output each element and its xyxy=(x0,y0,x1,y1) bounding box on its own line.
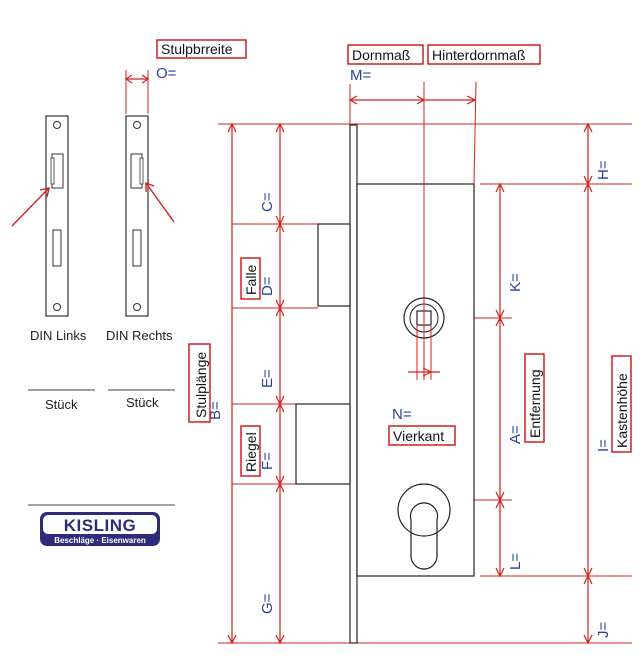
entfernung-label: Entfernung xyxy=(527,370,543,439)
falle-label-box xyxy=(240,257,261,300)
stueck-right-label: Stück xyxy=(126,395,159,410)
latch xyxy=(317,223,351,307)
din-rechts-label: DIN Rechts xyxy=(106,328,173,343)
dimension-m: M= xyxy=(350,67,371,84)
stulplaenge-dimension xyxy=(227,122,237,645)
hinterdornmass-label-box xyxy=(427,44,541,65)
stulpbreite-label: Stulpbrreite xyxy=(161,41,233,57)
kastenhoehe-label-box xyxy=(611,355,632,453)
stulplaenge-label-box xyxy=(188,343,211,423)
din-links-arrow xyxy=(11,187,50,227)
logo-tagline: Beschläge · Eisenwaren xyxy=(54,536,146,545)
dornmass-dimension xyxy=(348,84,426,124)
dornmass-label-box xyxy=(347,44,424,65)
dimension-o: O= xyxy=(156,65,177,82)
dimension-n: N= xyxy=(392,406,412,423)
hinterdornmass-dimension xyxy=(424,81,477,185)
dimension-a: A= xyxy=(507,425,524,444)
cylinder-rosette xyxy=(397,483,451,537)
riegel-label: Riegel xyxy=(243,432,259,472)
bolt xyxy=(295,403,351,485)
dimension-d: D= xyxy=(259,276,276,296)
dimension-g: G= xyxy=(259,593,276,614)
logo-name: KISLING xyxy=(64,516,136,535)
segment-dimensions-left xyxy=(275,122,285,645)
dimension-b: B= xyxy=(207,401,224,420)
dimension-l: L= xyxy=(507,553,524,570)
dimension-k: K= xyxy=(507,273,524,292)
dimension-c: C= xyxy=(259,192,276,212)
stulpbreite-label-box xyxy=(156,39,247,59)
vierkant-label-box xyxy=(388,425,456,446)
vierkant-label: Vierkant xyxy=(393,428,444,444)
din-links-faceplate xyxy=(45,115,69,317)
dimension-f: F= xyxy=(259,452,276,470)
dimension-i: I= xyxy=(595,439,612,452)
stueck-left-label: Stück xyxy=(45,397,78,412)
din-links-label: DIN Links xyxy=(30,328,87,343)
din-rechts-arrow xyxy=(145,181,175,223)
dimension-h: H= xyxy=(595,160,612,180)
dornmass-label: Dornmaß xyxy=(352,47,410,63)
reference-lines xyxy=(218,123,632,644)
kisling-logo: KISLING Beschläge · Eisenwaren xyxy=(40,512,160,546)
entfernung-label-box xyxy=(524,353,545,443)
falle-label: Falle xyxy=(243,264,259,295)
dimension-j: J= xyxy=(595,622,612,639)
kastenhoehe-label: Kastenhöhe xyxy=(614,373,630,448)
hinterdornmass-label: Hinterdornmaß xyxy=(432,47,525,63)
riegel-label-box xyxy=(240,425,261,477)
stulpbreite-dimension xyxy=(124,70,150,114)
din-rechts-faceplate xyxy=(125,115,149,317)
segment-dimensions-case xyxy=(495,182,505,578)
vierkant-dimension xyxy=(408,326,440,380)
stulplaenge-label: Stulplänge xyxy=(193,352,209,418)
lock-faceplate xyxy=(349,124,358,644)
segment-dimensions-right xyxy=(583,122,593,645)
dimension-e: E= xyxy=(259,369,276,388)
